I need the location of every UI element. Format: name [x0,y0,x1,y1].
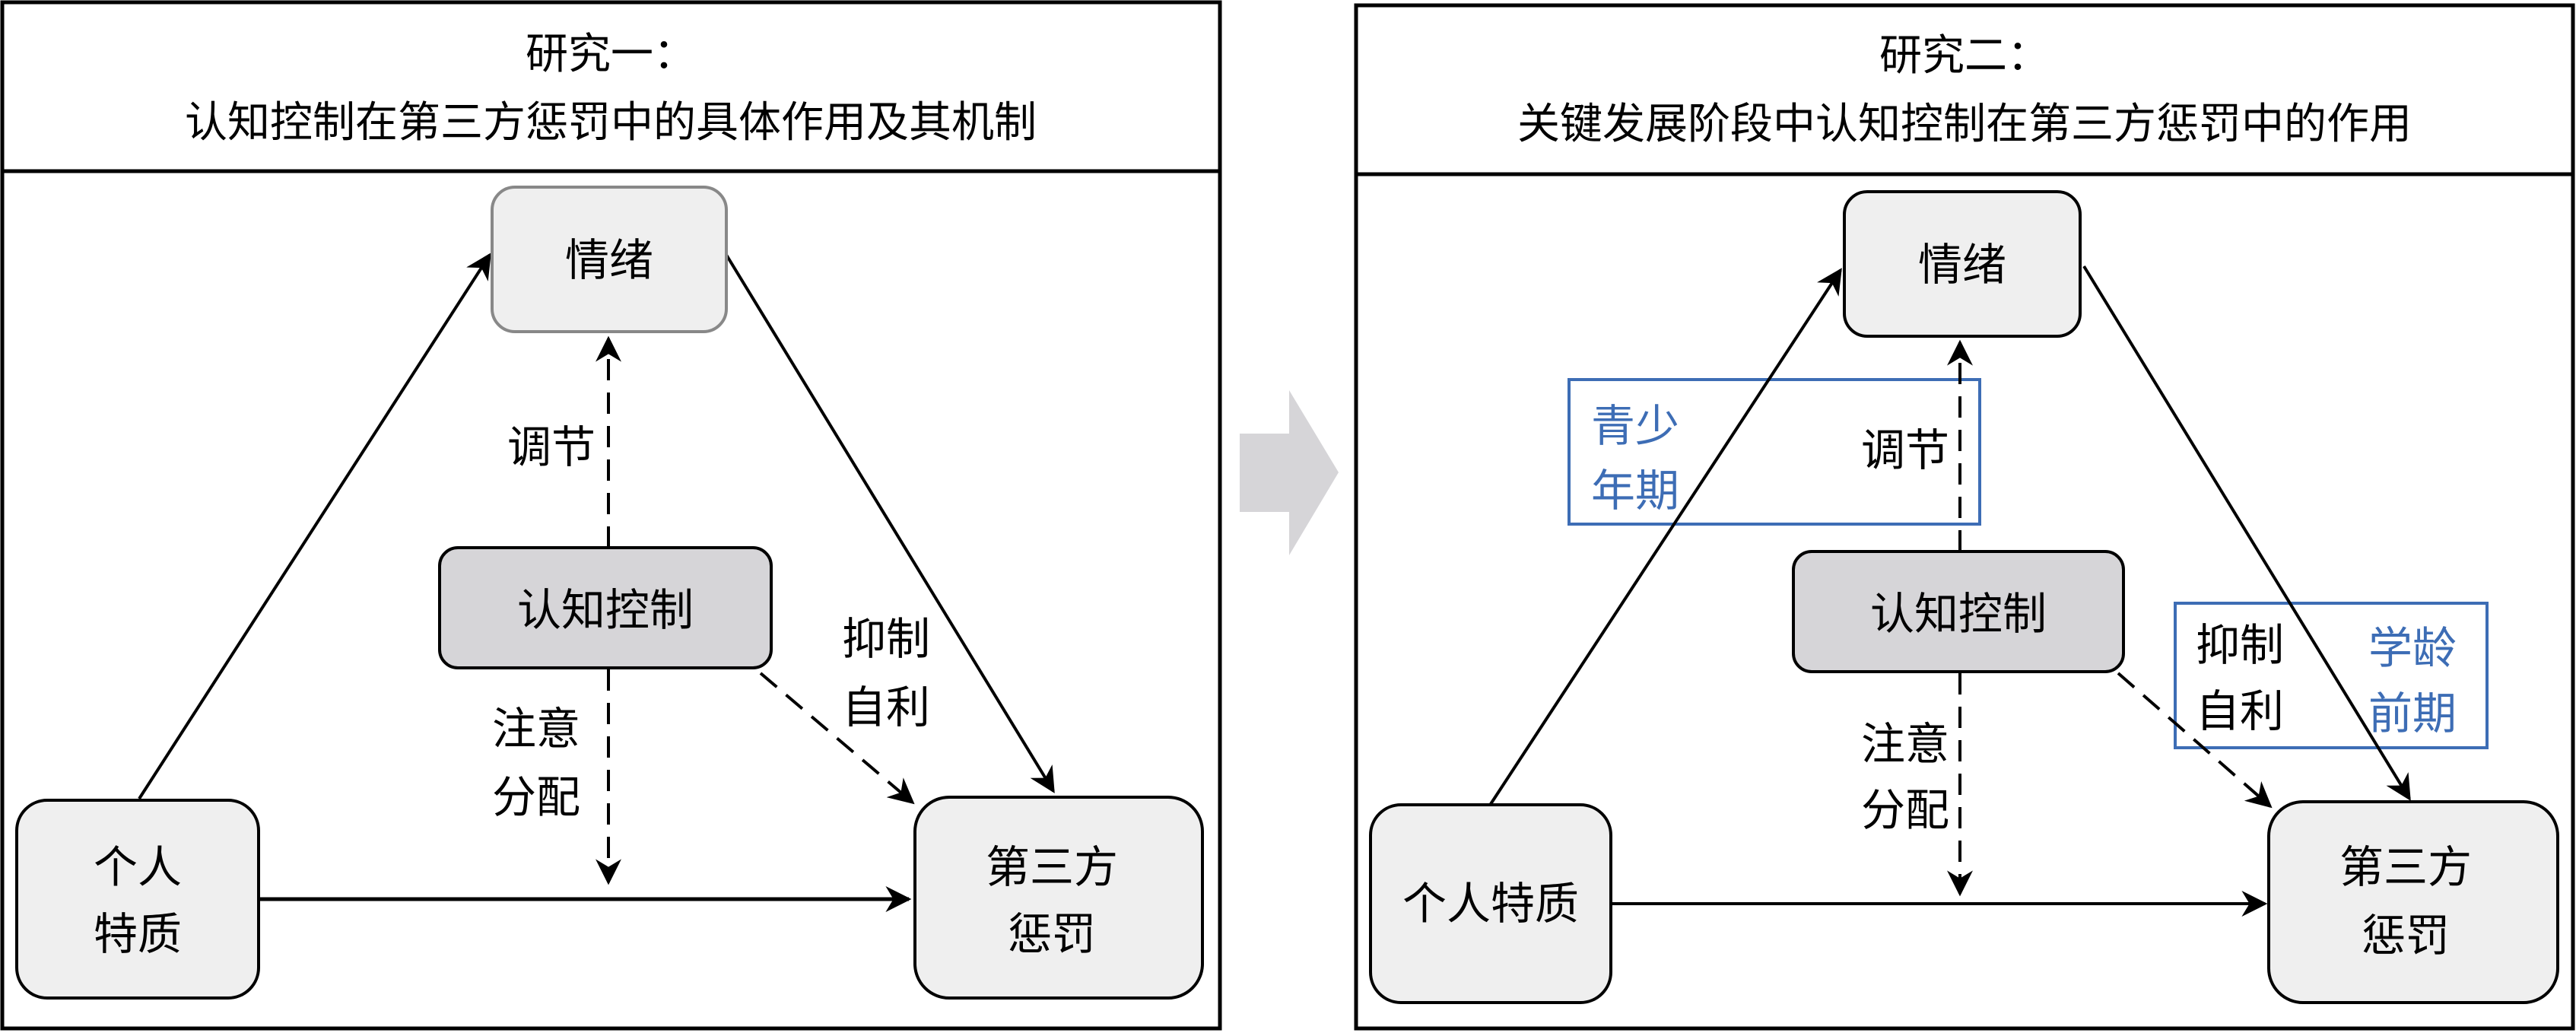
study1-title-line1: 研究一： [526,30,696,79]
study2-title-box [1354,3,2575,176]
node2-emotion-label: 情绪 [1918,239,2006,291]
label-inhibit-1: 抑制 [842,613,930,665]
node2-personal-trait: 个人特质 [1369,803,1612,1004]
label-attention-2: 分配 [492,771,580,823]
label2-regulation: 调节 [1861,424,1949,476]
edge2-emotion-to-punish [2082,265,2411,801]
edge-emotion-to-punish [725,253,1055,793]
node2-personal-trait-label: 个人特质 [1402,878,1579,930]
stage-adolescence-2: 年期 [1591,465,1679,516]
node2-third-party-punishment-label-2: 惩罚 [2362,910,2450,961]
label-inhibit-2: 自利 [842,682,930,733]
node2-third-party-punishment: 第三方 惩罚 [2267,800,2559,1004]
right-arrow-icon [1240,390,1339,555]
node-third-party-punishment: 第三方 惩罚 [913,796,1204,1000]
edge2-trait-to-emotion [1488,268,1842,808]
study2-panel: 研究二： 关键发展阶段中认知控制在第三方惩罚中的作用 青少 年期 学龄 前期 情… [1354,3,2575,1031]
stage-adolescence-1: 青少 [1591,400,1679,452]
edge-trait-to-emotion [138,253,491,800]
node-personal-trait-label-1: 个人 [94,841,182,893]
node-cognitive-control-label: 认知控制 [517,584,694,636]
node2-third-party-punishment-label-1: 第三方 [2339,841,2472,893]
label2-inhibit-1: 抑制 [2196,619,2284,671]
node-personal-trait-label-2: 特质 [94,908,182,960]
study1-title-box [0,0,1222,173]
label-attention-1: 注意 [492,703,580,755]
stage-preschool-1: 学龄 [2368,622,2457,674]
node-personal-trait: 个人 特质 [15,799,260,1000]
label-regulation: 调节 [507,421,596,473]
label2-attention-2: 分配 [1861,784,1949,836]
node-cognitive-control: 认知控制 [438,546,773,669]
node-emotion: 情绪 [491,186,728,333]
node-third-party-punishment-label-1: 第三方 [986,841,1118,893]
edge2-control-to-punish-dashed [2117,672,2273,809]
node2-cognitive-control-label: 认知控制 [1870,588,2047,640]
study2-title-line2: 关键发展阶段中认知控制在第三方惩罚中的作用 [1517,100,2412,149]
study1-title-line2: 认知控制在第三方惩罚中的具体作用及其机制 [185,98,1037,148]
node-emotion-label: 情绪 [565,234,653,286]
study2-title-line1: 研究二： [1879,31,2050,81]
label2-attention-1: 注意 [1861,718,1949,770]
node-third-party-punishment-label-2: 惩罚 [1008,908,1096,960]
stage-box-preschool [2174,602,2489,749]
study1-panel: 研究一： 认知控制在第三方惩罚中的具体作用及其机制 情绪 认知控制 个人 特质 … [0,0,1222,1031]
node2-emotion: 情绪 [1843,190,2082,338]
label2-inhibit-2: 自利 [2196,685,2284,737]
stage-preschool-2: 前期 [2368,688,2457,739]
stage-box-adolescence [1568,378,1981,526]
node2-cognitive-control: 认知控制 [1792,550,2125,673]
